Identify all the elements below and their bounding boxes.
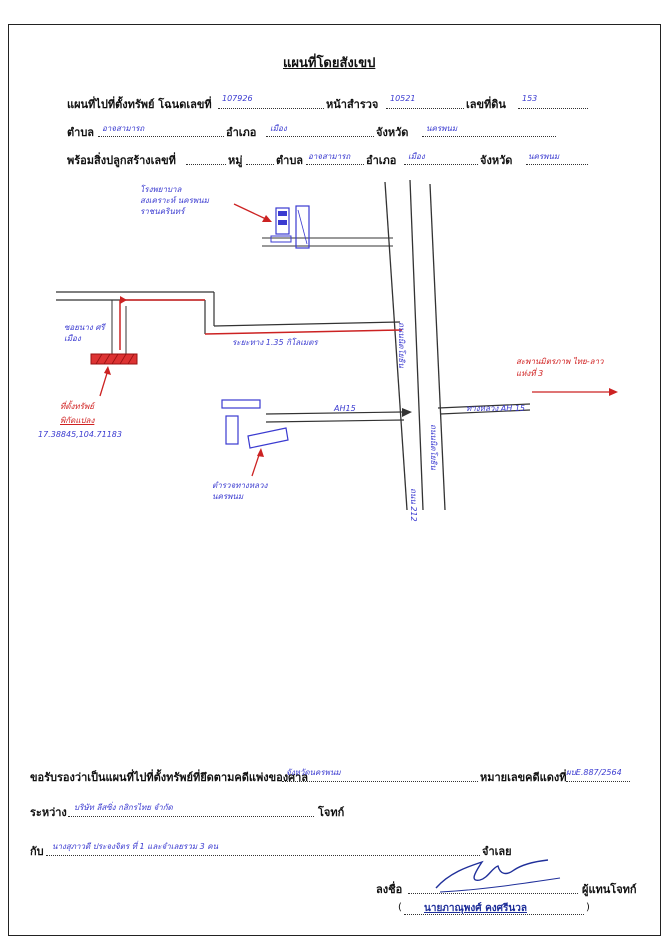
label-signed: ลงชื่อ	[376, 883, 403, 896]
label-title-deed: แผนที่ไปที่ตั้งทรัพย์ โฉนดเลขที่	[67, 98, 212, 111]
route-arrow-head	[120, 296, 127, 304]
district-value-2: เมือง	[408, 152, 425, 161]
police-building-2	[225, 415, 239, 445]
label-representative: ผู้แทนโจทก์	[582, 883, 637, 896]
label-subdistrict: ตำบล	[67, 126, 95, 139]
label-district: อำเภอ	[226, 126, 257, 139]
plaintiff-value: บริษัท ลีสซิ่ง กสิกรไทย จำกัด	[74, 803, 173, 812]
label-with: กับ	[30, 845, 44, 858]
label-property: ที่ตั้งทรัพย์	[60, 402, 94, 411]
police-building-3	[247, 427, 289, 449]
document-border	[8, 24, 661, 936]
signatory-name: นายภาณุพงศ์ คงศรีนวล	[424, 903, 527, 914]
title-deed-value: 107926	[222, 94, 253, 103]
label-moo: หมู่	[228, 154, 243, 167]
label-subdistrict-2: ตำบล	[276, 154, 304, 167]
court-value: จังหวัดนครพนม	[286, 768, 341, 777]
label-police: ตำรวจทางหลวง นครพนม	[212, 481, 268, 501]
label-plaintiff: โจทก์	[318, 806, 345, 819]
land-no-value: 153	[522, 94, 538, 103]
label-between: ระหว่าง	[30, 806, 67, 819]
page-title: แผนที่โดยสังเขป	[283, 56, 376, 71]
label-land-no: เลขที่ดิน	[466, 98, 506, 111]
label-defendant: จำเลย	[482, 845, 512, 858]
label-distance: ระยะทาง 1.35 กิโลเมตร	[232, 338, 318, 347]
label-hospital: โรงพยาบาล สงเคราะห์ นครพนม ราชนครินทร์	[140, 185, 209, 216]
defendant-value: นางสุภาวดี ประจงจิตร ที่ 1 และจำเลยรวม 3…	[52, 842, 219, 851]
main-road-left-edge	[384, 181, 408, 511]
label-building-no: พร้อมสิ่งปลูกสร้างเลขที่	[67, 154, 176, 167]
signatory-close-paren: )	[586, 902, 590, 913]
subdistrict-value-2: อาจสามารถ	[308, 152, 351, 161]
secondary-road-edge	[429, 183, 446, 511]
label-district-2: อำเภอ	[366, 154, 397, 167]
main-road-right-edge	[409, 179, 424, 511]
label-province: จังหวัด	[376, 126, 409, 139]
district-value: เมือง	[270, 124, 287, 133]
label-certify: ขอรับรองว่าเป็นแผนที่ไปที่ตั้งทรัพย์ที่ย…	[30, 771, 308, 784]
survey-page-value: 10521	[390, 94, 416, 103]
label-bridge: สะพานมิตรภาพ ไทย-ลาว แห่งที่ 3	[516, 357, 604, 378]
route-line	[204, 329, 403, 335]
province-value: นครพนม	[426, 124, 458, 133]
label-survey-page: หน้าสำรวจ	[326, 98, 379, 111]
signatory-open-paren: (	[398, 902, 402, 913]
label-ah15-right: ทางหลวง AH 15	[466, 404, 525, 413]
hospital-building-2	[295, 205, 310, 249]
hospital-building-1	[275, 207, 290, 235]
label-coordinates: 17.38845,104.71183	[38, 430, 122, 439]
label-lane: ซอยนาง ศรีเมือง	[64, 323, 105, 343]
label-province-2: จังหวัด	[480, 154, 513, 167]
label-case-no: หมายเลขคดีแดงที่	[480, 771, 567, 784]
case-no-value: ผบE.887/2564	[566, 768, 622, 777]
police-building-1	[221, 399, 261, 409]
property-marker	[90, 353, 138, 365]
province-value-2: นครพนม	[528, 152, 560, 161]
label-property-sub: พิกัดแปลง	[60, 416, 95, 425]
subdistrict-value: อาจสามารถ	[102, 124, 145, 133]
label-ah15-top: AH15	[334, 404, 356, 413]
